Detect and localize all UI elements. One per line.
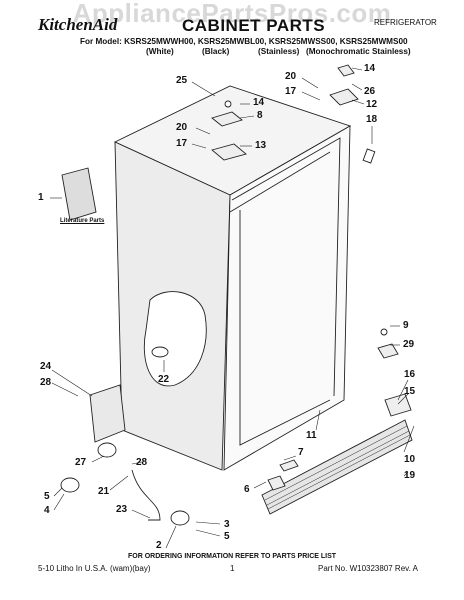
variant-black: (Black) xyxy=(202,47,230,56)
callout-13: 13 xyxy=(255,140,267,151)
callout-15: 15 xyxy=(404,386,416,397)
callout-28b: 28 xyxy=(136,457,148,468)
variant-white: (White) xyxy=(146,47,174,56)
callout-24: 24 xyxy=(40,361,52,372)
callout-9: 9 xyxy=(403,320,409,331)
roller-left xyxy=(97,442,117,458)
callout-4: 4 xyxy=(44,505,50,516)
brand-logo: KitchenAid xyxy=(38,15,118,34)
callout-20: 20 xyxy=(176,122,188,133)
callout-14b: 14 xyxy=(364,63,376,74)
page-title: CABINET PARTS xyxy=(182,16,326,35)
callout-1: 1 xyxy=(38,192,44,203)
callout-20b: 20 xyxy=(285,71,297,82)
base-grille xyxy=(261,419,413,515)
callout-25: 25 xyxy=(176,75,188,86)
callout-29: 29 xyxy=(403,339,415,350)
cabinet-opening xyxy=(231,137,341,397)
callout-21: 21 xyxy=(98,486,110,497)
callout-11: 11 xyxy=(306,430,317,441)
callout-7: 7 xyxy=(298,447,304,458)
lower-bracket xyxy=(377,343,399,359)
callout-27: 27 xyxy=(75,457,87,468)
leveler-left xyxy=(60,477,80,493)
literature-label: Literature Parts xyxy=(60,218,105,224)
callout-17b: 17 xyxy=(285,86,297,97)
litho-info: 5-10 Litho In U.S.A. (wam)(bay) xyxy=(38,564,151,573)
callout-12: 12 xyxy=(366,99,378,110)
callout-17: 17 xyxy=(176,138,188,149)
louver-panel xyxy=(89,384,126,443)
cabinet-cutaway xyxy=(143,291,207,387)
callout-28: 28 xyxy=(40,377,52,388)
model-line: For Model: KSRS25MWWH00, KSRS25MWBL00, K… xyxy=(80,37,408,46)
callout-22: 22 xyxy=(158,374,170,385)
watermark: AppliancePartsPros.com xyxy=(72,0,392,28)
callout-26: 26 xyxy=(364,86,376,97)
variant-mono: (Monochromatic Stainless) xyxy=(306,47,411,56)
hinge-upper-right xyxy=(329,88,359,106)
callout-18: 18 xyxy=(366,114,378,125)
variant-stainless: (Stainless) xyxy=(258,47,300,56)
roller-right xyxy=(170,510,190,526)
cabinet-front-right xyxy=(223,125,351,471)
callout-16: 16 xyxy=(404,369,416,380)
ordering-note: FOR ORDERING INFORMATION REFER TO PARTS … xyxy=(127,553,337,560)
category-label: REFRIGERATOR xyxy=(374,18,437,27)
callout-5b: 5 xyxy=(224,531,230,542)
drain-part xyxy=(151,346,169,358)
callout-8: 8 xyxy=(257,110,263,121)
callout-23: 23 xyxy=(116,504,128,515)
part-number: Part No. W10323807 Rev. A xyxy=(318,564,418,573)
water-tube xyxy=(131,469,161,521)
callout-14: 14 xyxy=(253,97,265,108)
literature-book xyxy=(61,167,97,221)
callout-10: 10 xyxy=(404,454,416,465)
callout-6: 6 xyxy=(244,484,250,495)
callout-5: 5 xyxy=(44,491,50,502)
callout-3: 3 xyxy=(224,519,230,530)
callout-2: 2 xyxy=(156,540,162,551)
page-number: 1 xyxy=(230,564,235,573)
hinge-upper-center xyxy=(211,111,243,127)
callout-19: 19 xyxy=(404,470,416,481)
